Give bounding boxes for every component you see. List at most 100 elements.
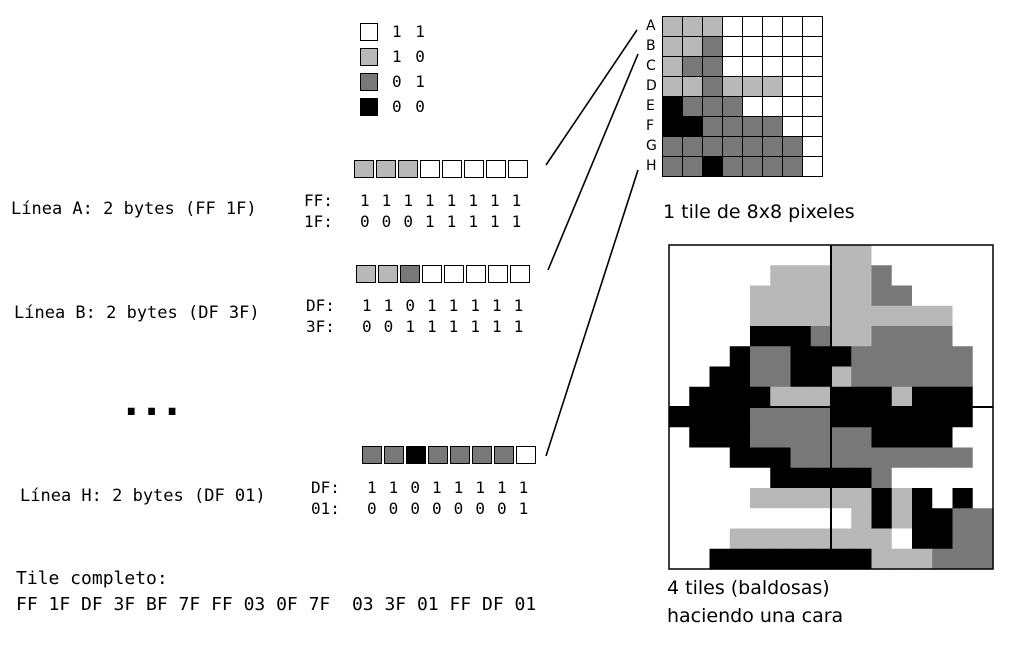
face-pixel — [790, 386, 812, 408]
face-caption-line2: haciendo una cara — [667, 605, 844, 627]
face-pixel — [810, 245, 832, 266]
face-pixel — [750, 528, 771, 550]
face-pixel — [669, 548, 690, 570]
face-pixel — [891, 346, 913, 368]
face-pixel — [709, 548, 731, 570]
face-pixel — [770, 488, 792, 509]
face-pixel — [750, 548, 771, 570]
face-pixel — [810, 407, 832, 428]
face-pixel — [689, 407, 711, 428]
face-pixel — [770, 447, 792, 469]
face-pixel — [871, 265, 893, 287]
face-pixel — [689, 548, 711, 570]
face-pixel — [689, 447, 711, 469]
face-pixel — [669, 508, 690, 530]
face-pixel — [972, 427, 994, 449]
byte-name: DF: — [311, 478, 340, 497]
face-pixel — [729, 407, 751, 428]
face-pixel — [750, 245, 771, 266]
face-pixel — [932, 305, 954, 327]
face-pixel — [851, 548, 873, 570]
face-pixel — [750, 265, 771, 287]
face-pixel — [790, 346, 812, 368]
face-pixel — [952, 407, 974, 428]
face-pixel — [871, 528, 893, 550]
legend-label: 1 1 — [392, 22, 427, 41]
pixel-strip — [362, 446, 538, 464]
pixel-cell — [510, 265, 530, 283]
pixel-cell — [378, 265, 398, 283]
ellipsis: ... — [124, 380, 186, 424]
tile-caption: 1 tile de 8x8 pixeles — [663, 201, 855, 223]
face-pixel — [790, 326, 812, 347]
face-pixel — [871, 285, 893, 307]
face-pixel — [770, 326, 792, 347]
connector-line — [545, 29, 638, 166]
face-pixel — [851, 447, 873, 469]
tile-row-label: G — [646, 138, 657, 154]
face-pixel — [709, 346, 731, 368]
face-pixel — [810, 366, 832, 388]
byte-bits: 1 1 1 1 1 1 1 1 — [360, 191, 523, 210]
pixel-cell — [428, 446, 448, 464]
face-pixel — [770, 508, 792, 530]
pixel-cell — [450, 446, 470, 464]
face-pixel — [871, 326, 893, 347]
face-pixel — [770, 265, 792, 287]
face-pixel — [689, 366, 711, 388]
face-pixel — [689, 326, 711, 347]
face-pixel — [669, 427, 690, 449]
face-pixel — [750, 366, 771, 388]
face-pixel — [709, 326, 731, 347]
face-pixel — [790, 366, 812, 388]
tile-complete-bytes: FF 1F DF 3F BF 7F FF 03 0F 7F 03 3F 01 F… — [16, 594, 537, 615]
tile-row-label: H — [646, 158, 657, 174]
face-pixel — [831, 508, 852, 530]
face-pixel — [831, 467, 852, 489]
tile-row-label: E — [646, 98, 655, 114]
face-pixel — [669, 386, 690, 408]
face-pixel — [709, 245, 731, 266]
face-pixel — [891, 508, 913, 530]
face-pixel — [831, 447, 852, 469]
face-pixel — [729, 245, 751, 266]
face-pixel — [972, 548, 994, 570]
face-pixel — [709, 366, 731, 388]
connector-line — [547, 53, 639, 271]
face-pixel — [932, 528, 954, 550]
face-pixel — [972, 508, 994, 530]
face-pixel — [912, 326, 933, 347]
face-pixel — [891, 447, 913, 469]
face-pixel — [669, 467, 690, 489]
face-pixel — [912, 427, 933, 449]
face-pixel — [972, 386, 994, 408]
face-pixel — [891, 265, 913, 287]
face-pixel — [810, 427, 832, 449]
pixel-cell — [406, 446, 426, 464]
pixel-cell — [472, 446, 492, 464]
face-pixel — [669, 346, 690, 368]
line-title: Línea A: 2 bytes (FF 1F) — [11, 199, 257, 219]
face-pixel — [729, 305, 751, 327]
pixel-strip — [356, 265, 532, 283]
byte-name: FF: — [304, 191, 333, 210]
face-pixel — [891, 528, 913, 550]
face-pixel — [851, 245, 873, 266]
face-pixel — [689, 305, 711, 327]
face-pixel — [831, 427, 852, 449]
face-pixel — [891, 407, 913, 428]
face-pixel — [669, 407, 690, 428]
face-pixel — [669, 305, 690, 327]
face-pixel — [912, 265, 933, 287]
pixel-cell — [442, 160, 462, 178]
face-pixel — [750, 305, 771, 327]
face-pixel — [952, 548, 974, 570]
face-pixel — [871, 427, 893, 449]
legend-swatch — [360, 23, 378, 41]
face-pixel — [851, 407, 873, 428]
face-pixel — [912, 245, 933, 266]
face-pixel — [709, 427, 731, 449]
face-pixel — [709, 386, 731, 408]
face-pixel — [851, 346, 873, 368]
